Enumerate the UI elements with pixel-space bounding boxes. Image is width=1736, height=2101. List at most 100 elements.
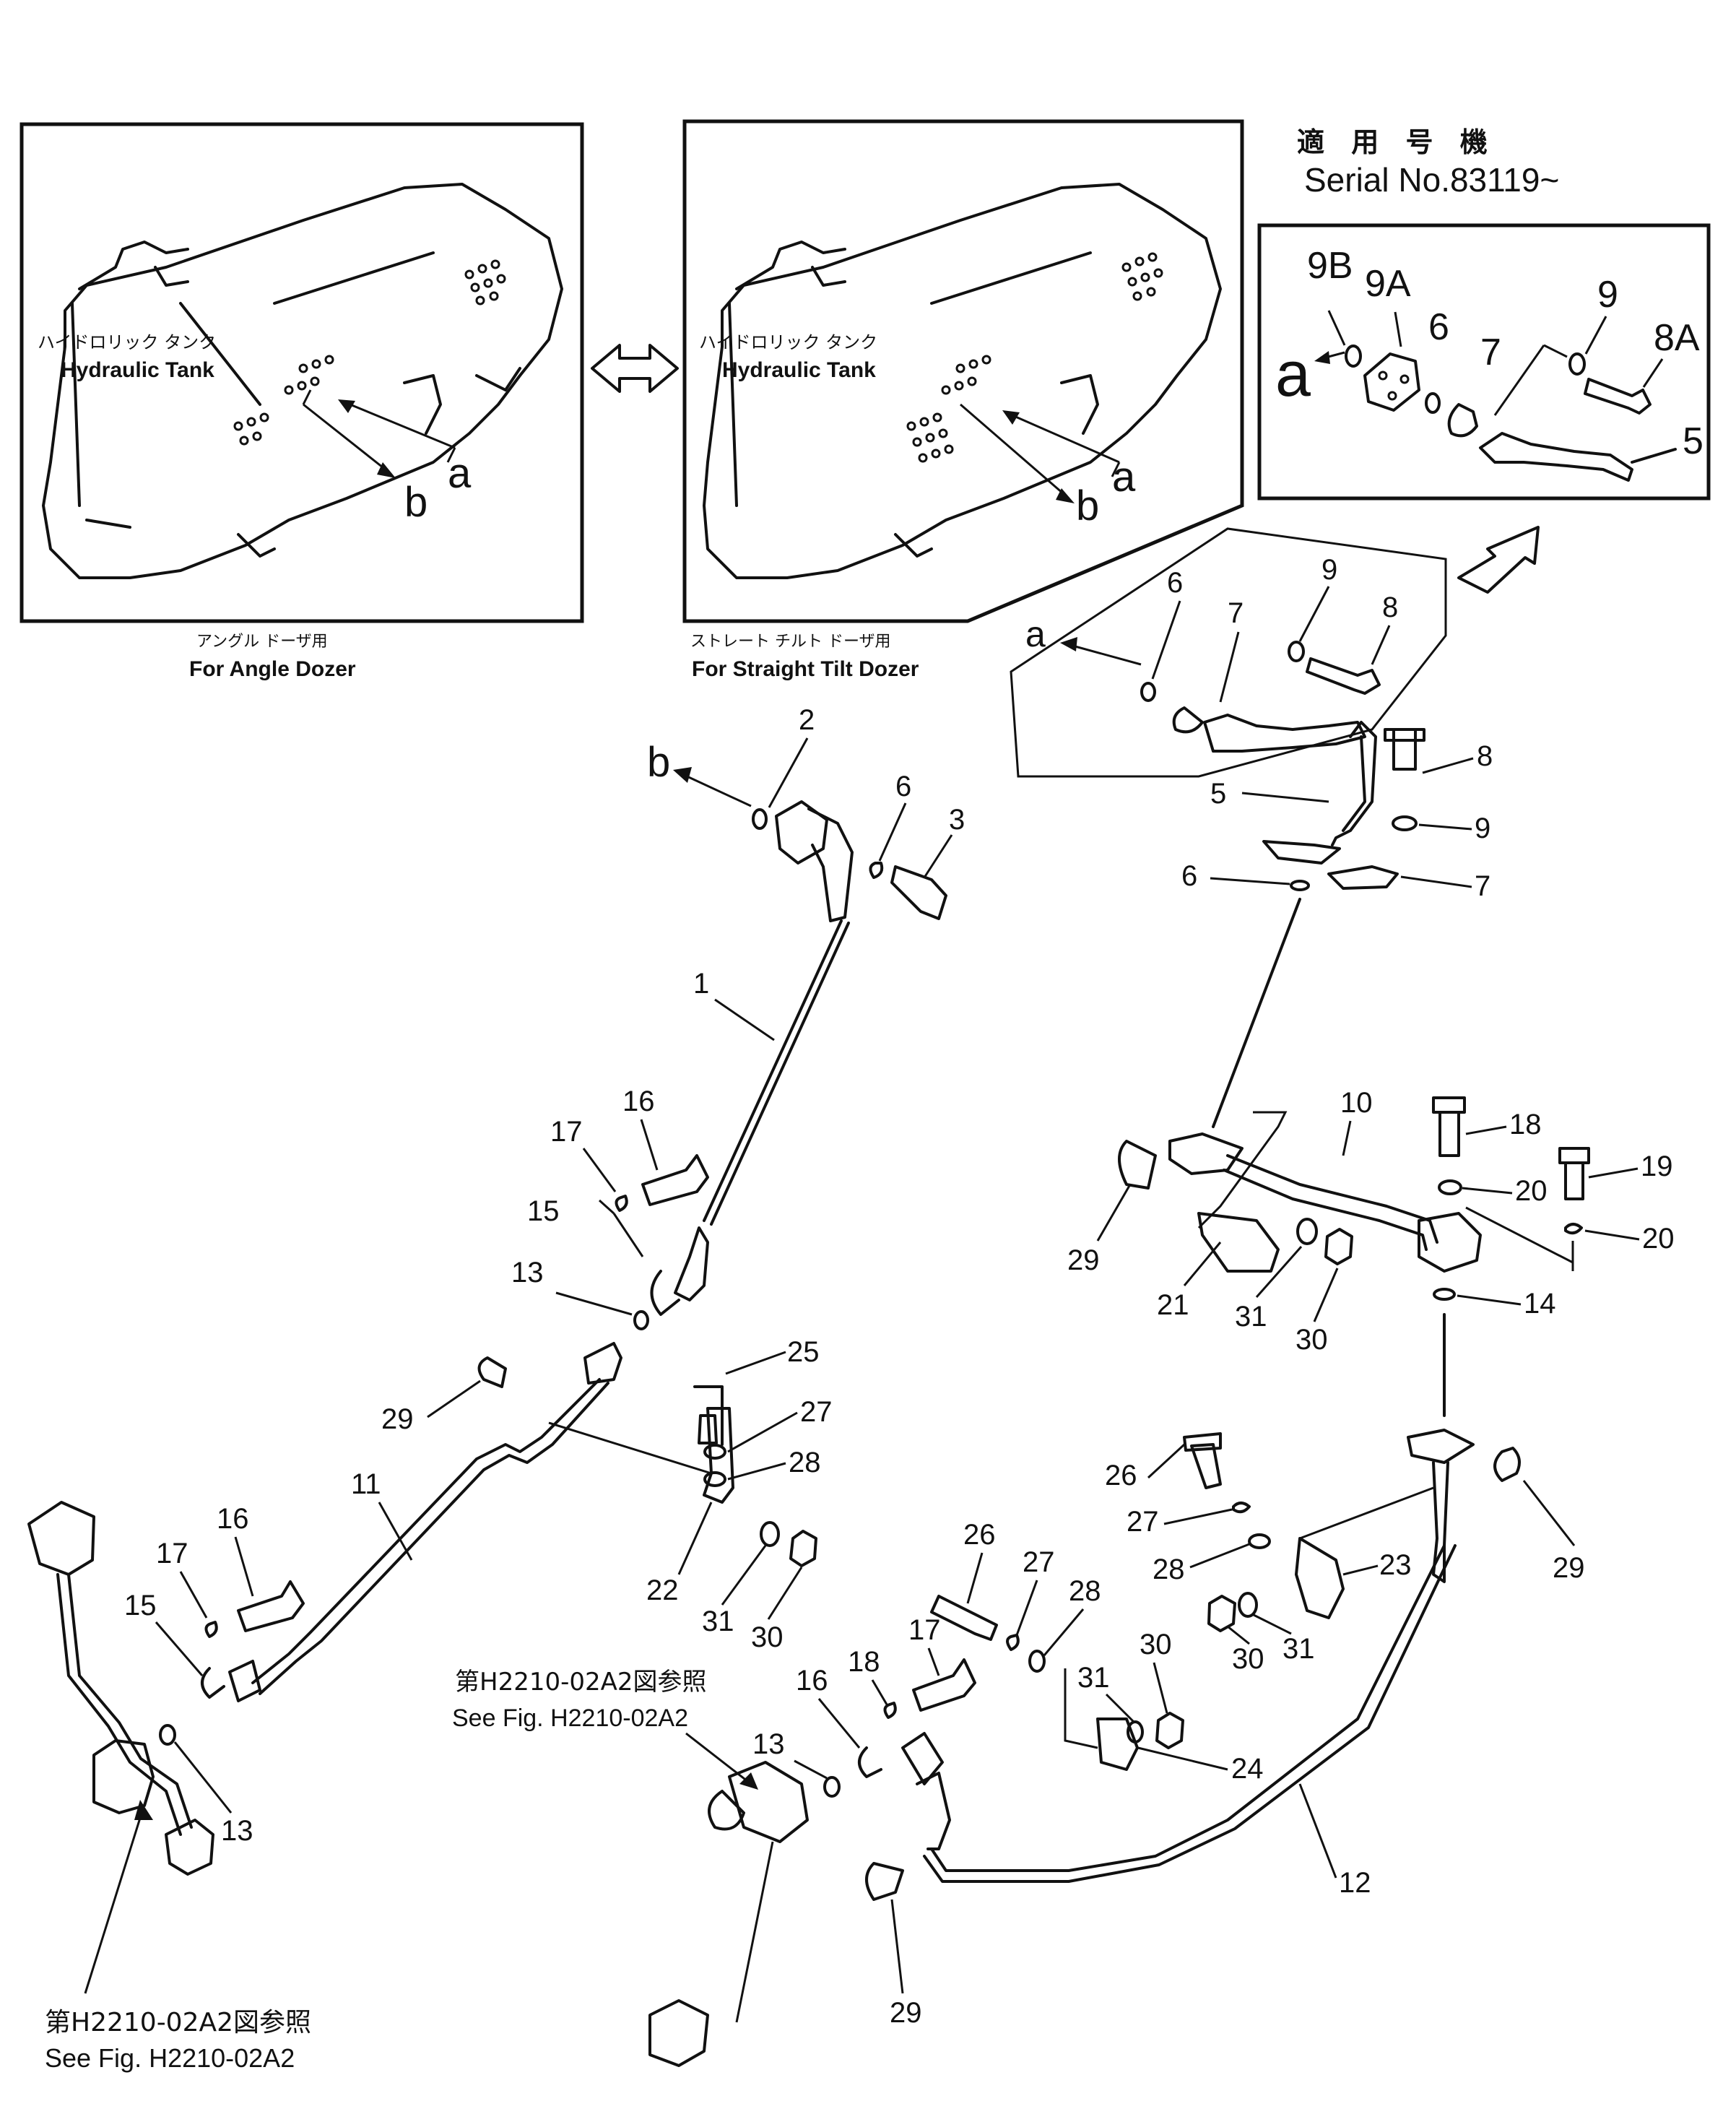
label-4: 6: [895, 771, 911, 802]
washer-9: [1568, 352, 1586, 376]
detail-label-9: 9: [1321, 554, 1337, 586]
bolt-16-bottom: [912, 1658, 976, 1712]
detail-label-7: 7: [1228, 597, 1244, 629]
caption-jp-left: アングル ドーザ用: [196, 633, 328, 651]
label-9b: 9B: [1307, 245, 1353, 287]
label-20-upper: 20: [1515, 1175, 1548, 1207]
label-27-upper: 27: [800, 1396, 833, 1428]
pipe-1-branch: b 2 6 3 1 16 17 15 13: [511, 704, 965, 1330]
flange-pipe-5: [1262, 840, 1341, 865]
washer-28-lower: [1028, 1650, 1046, 1673]
label-9: 9: [1597, 274, 1618, 316]
arrows-middle: [960, 403, 1121, 503]
bracket-24: [1096, 1717, 1139, 1771]
label-13-upper: 13: [511, 1257, 544, 1288]
bracket-21: [1197, 1212, 1280, 1273]
pipe-12-branch: 26 27 28 23 29 30 31 24 12 26 27 28 30 3…: [452, 1429, 1585, 2067]
label-17-bottom: 18: [848, 1646, 880, 1678]
bolt-8a: [1584, 378, 1652, 415]
flange-pipe-11: [583, 1342, 622, 1385]
label-8a: 8A: [1654, 317, 1700, 359]
pipe-5-10-branch: 8 9 7 6 5 10 18 19 20 20 14 29: [1067, 721, 1675, 1417]
label-25: 25: [787, 1336, 820, 1368]
marker-b-middle: b: [1076, 482, 1099, 529]
inset-left-frame: [19, 122, 584, 623]
valve-block-left: [27, 1501, 95, 1576]
hydraulic-tank-drawing-middle: [703, 183, 1222, 579]
washer-31-upper: [760, 1521, 780, 1547]
o-ring-2: [752, 808, 768, 830]
label-3: 3: [949, 804, 965, 836]
label-26-lower: 26: [963, 1519, 996, 1551]
label-15-upper: 15: [527, 1195, 560, 1227]
left-lower-assembly: 16 17 15 13 第H2210-02A2図参照 See Fig. H221…: [27, 1501, 311, 2073]
ref-bottom-jp: 第H2210-02A2図参照: [45, 2008, 311, 2037]
washer-31-lower: [1127, 1720, 1144, 1743]
label-11: 11: [351, 1468, 381, 1500]
nut-30-right-lower: [1207, 1595, 1236, 1632]
ref-center-jp: 第H2210-02A2図参照: [455, 1668, 707, 1697]
washer-17-bottom: [883, 1702, 897, 1719]
hydraulic-tank-drawing-left: [42, 183, 563, 579]
split-flange-15-bottom: [858, 1746, 882, 1778]
split-flange-15-upper: [650, 1270, 680, 1316]
label-30-upper: 30: [751, 1621, 784, 1653]
label-8-right: 8: [1477, 740, 1493, 772]
caption-en-left: For Angle Dozer: [189, 657, 356, 681]
washer-9-right: [1392, 815, 1418, 831]
label-15-left: 15: [124, 1590, 157, 1621]
label-24: 24: [1231, 1753, 1264, 1785]
split-flange-15-left: [201, 1667, 225, 1699]
bolt-16-left: [237, 1580, 305, 1632]
detail-label-8: 8: [1382, 592, 1398, 623]
washer-31-right-lower: [1238, 1592, 1258, 1618]
washer-27-lower: [1006, 1634, 1020, 1651]
flange-pipe-10-top: [1168, 1132, 1244, 1175]
label-16-upper: 16: [622, 1086, 655, 1117]
label-27-right: 27: [1127, 1506, 1159, 1538]
inset-middle-frame: [682, 119, 1244, 623]
bolt-8: [1392, 728, 1417, 771]
o-ring-13-bottom: [823, 1776, 841, 1798]
washer-28-right: [1248, 1533, 1271, 1549]
label-1: 1: [693, 968, 709, 1000]
label-30-lower: 30: [1140, 1629, 1172, 1660]
u-clamp-29-left: [477, 1356, 507, 1388]
flange-pipe-11-end: [228, 1660, 261, 1702]
label-6-right: 6: [1181, 860, 1197, 892]
tank-label-en-left: Hydraulic Tank: [61, 358, 214, 382]
washer-31-right-upper: [1296, 1218, 1318, 1245]
detail-a-region: a 6 7 9 8: [1010, 527, 1447, 778]
label-5-right: 5: [1210, 778, 1226, 810]
marker-a-middle: a: [1112, 454, 1136, 501]
label-31-upper: 31: [702, 1606, 734, 1637]
enlarge-arrow-icon: [1457, 526, 1540, 594]
label-29-right-upper: 29: [1067, 1244, 1100, 1276]
u-clamp-29-right-lower: [1493, 1447, 1521, 1482]
arrows-left: [302, 389, 456, 478]
o-ring-6-right: [1290, 880, 1310, 891]
bolt-19: [1564, 1161, 1584, 1200]
label-13-bottom: 13: [752, 1728, 785, 1760]
label-28-lower: 28: [1069, 1575, 1101, 1607]
label-7-right: 7: [1475, 870, 1490, 902]
flange-pipe-10-bottom: [1418, 1212, 1482, 1273]
label-31-lower: 31: [1077, 1662, 1110, 1694]
bolt-18: [1438, 1111, 1460, 1157]
interchange-arrow-icon: [591, 344, 679, 393]
split-flange-7: [1447, 403, 1478, 438]
marker-b-main: b: [647, 739, 670, 786]
flange-pipe-12-bottom: [901, 1732, 944, 1785]
pipe-11-branch: 29 25 27 28 22 31 30 11: [251, 1336, 833, 1695]
label-12: 12: [1339, 1867, 1371, 1899]
label-5: 5: [1683, 420, 1704, 462]
washer-17-upper: [615, 1195, 628, 1212]
u-clamp-29-bottom: [865, 1862, 904, 1901]
bolt-3: [890, 865, 947, 920]
detail-label-6: 6: [1167, 567, 1183, 599]
ref-center-en: See Fig. H2210-02A2: [452, 1704, 688, 1732]
o-ring-14: [1433, 1288, 1456, 1301]
label-6: 6: [1428, 306, 1449, 348]
label-7: 7: [1480, 332, 1501, 373]
